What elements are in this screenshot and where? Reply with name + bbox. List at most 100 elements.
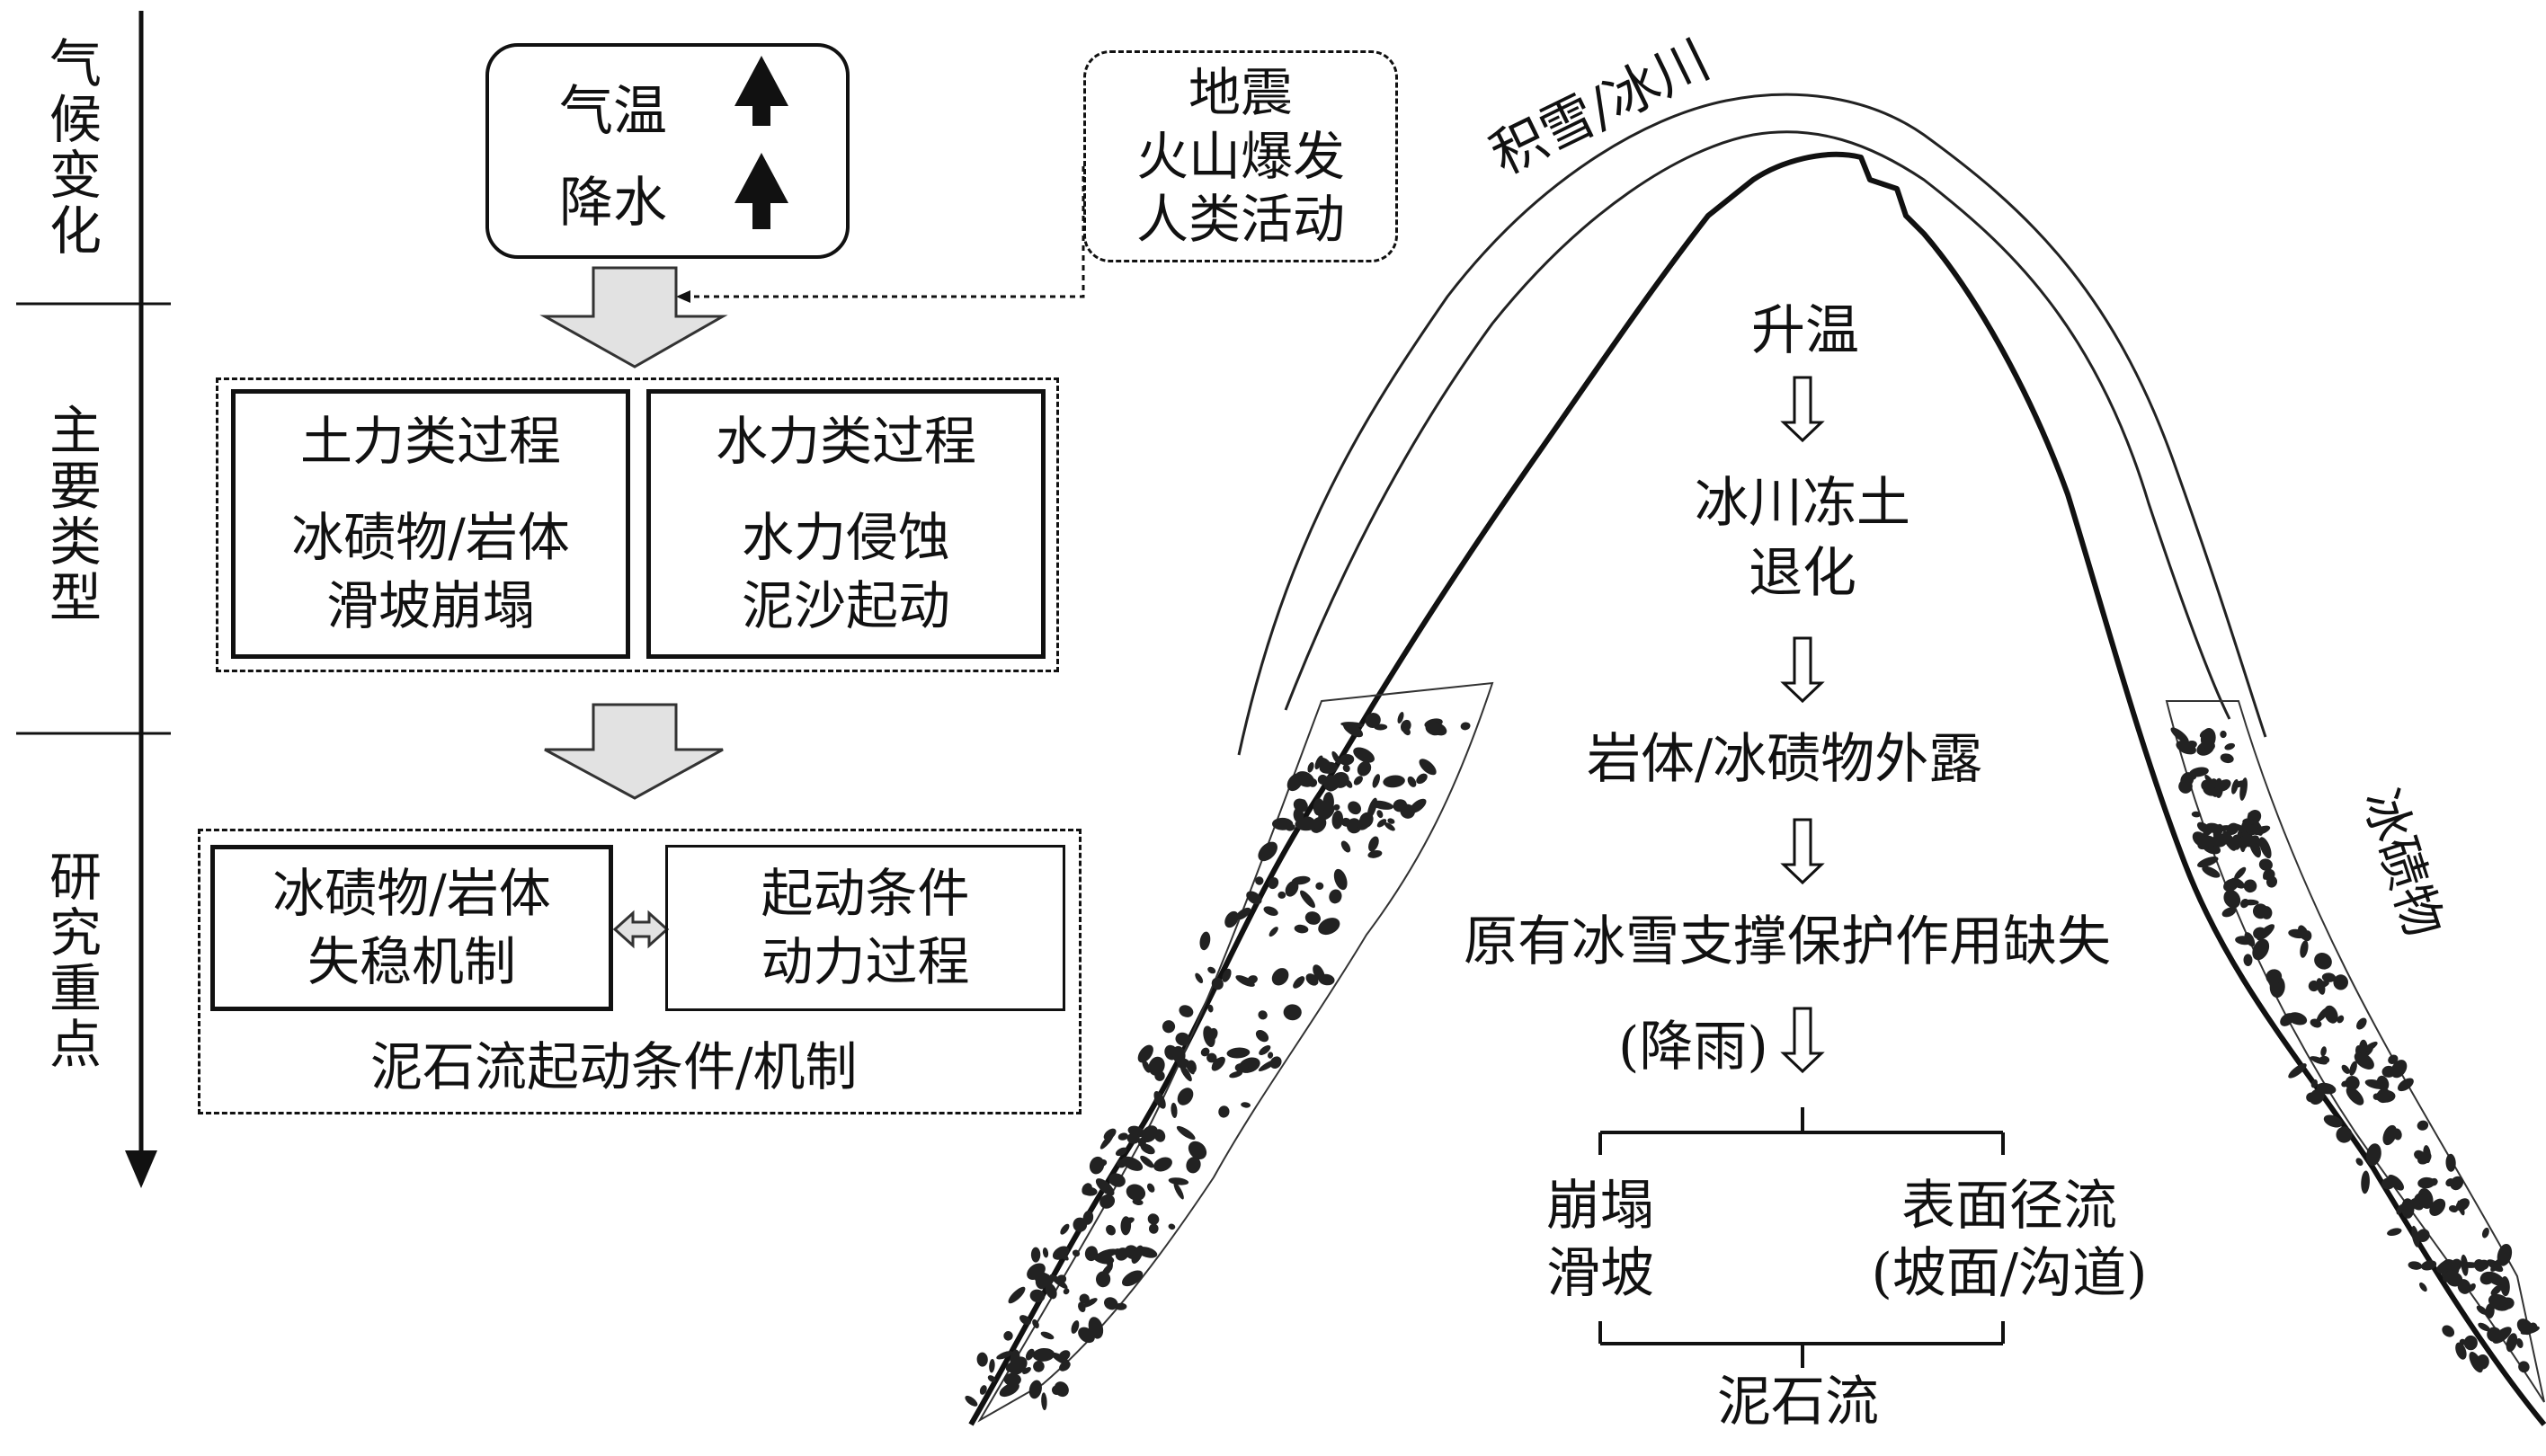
moraine-stone	[2220, 730, 2227, 739]
water-process-box: 水力类过程 水力侵蚀 泥沙起动	[646, 389, 1046, 659]
moraine-stone	[1141, 1125, 1158, 1142]
up-arrow-icon	[734, 56, 788, 126]
moraine-stone	[1117, 1132, 1128, 1141]
moraine-stone	[2411, 1225, 2420, 1247]
moraine-stone	[2203, 785, 2217, 796]
moraine-stone	[1342, 722, 1364, 738]
moraine-stone	[1095, 1271, 1111, 1288]
moraine-stone	[1402, 726, 1411, 736]
moraine-stone	[2308, 980, 2319, 992]
moraine-stone	[1407, 776, 1417, 787]
moraine-stone	[2429, 1198, 2446, 1216]
moraine-stone	[1033, 1360, 1045, 1372]
moraine-stone	[1339, 754, 1355, 766]
moraine-stone	[2333, 974, 2348, 990]
runoff-label: 表面径流	[1901, 1175, 2117, 1238]
moraine-stone	[2417, 1176, 2435, 1189]
moraine-stone	[996, 1351, 1013, 1360]
moraine-stone	[2442, 1274, 2451, 1283]
moraine-stone	[2314, 953, 2332, 970]
factor-human: 人类活动	[1135, 189, 1345, 251]
moraine-stone	[2442, 1325, 2455, 1337]
moraine-stone	[1099, 1194, 1116, 1209]
moraine-stone	[2234, 866, 2247, 880]
moraine-stone	[1131, 1245, 1144, 1264]
moraine-stone	[2506, 1333, 2518, 1353]
moraine-stone	[1140, 1155, 1154, 1168]
moraine-stone	[2319, 1055, 2330, 1064]
moraine-stone	[1089, 1156, 1105, 1175]
moraine-stone	[2223, 889, 2241, 909]
moraine-stone	[1293, 798, 1308, 812]
moraine-stone	[1331, 750, 1340, 765]
moraine-stone	[2459, 1338, 2467, 1345]
moraine-stone	[1353, 776, 1363, 786]
moraine-stone	[1384, 822, 1395, 831]
research-group	[198, 829, 1082, 1114]
moraine-stone	[2321, 972, 2337, 982]
moraine-stone	[1258, 1059, 1278, 1071]
moraine-stone	[1030, 1247, 1041, 1263]
moraine-stone	[1045, 1283, 1057, 1300]
moraine-stone	[1121, 1156, 1144, 1171]
moraine-stone	[1126, 1184, 1146, 1201]
moraine-stone	[1122, 1270, 1144, 1287]
moraine-stone	[2341, 1080, 2349, 1088]
moraine-stone	[1333, 868, 1348, 891]
moraine-stone	[1419, 759, 1437, 776]
moraine-stone	[1429, 722, 1447, 736]
moraine-stone	[1106, 1224, 1116, 1236]
axis-label-climate: 气候变化	[40, 36, 102, 259]
runoff-location-label: (坡面/沟道)	[1871, 1242, 2148, 1305]
debris-flow-label: 泥石流	[1717, 1371, 1879, 1434]
moraine-stone	[1082, 1298, 1098, 1308]
moraine-stone	[2381, 1177, 2396, 1190]
support-loss-label: 原有冰雪支撑保护作用缺失	[1464, 910, 2111, 973]
moraine-stone	[1078, 1327, 1095, 1344]
moraine-stone	[1293, 976, 1305, 989]
moraine-stone	[1271, 968, 1289, 986]
moraine-stone	[2288, 1063, 2307, 1079]
moraine-stone	[1383, 775, 1405, 788]
moraine-stone	[1241, 1102, 1251, 1108]
moraine-stone	[2323, 1114, 2343, 1128]
moraine-stone	[1154, 1070, 1165, 1081]
moraine-stone	[1255, 1029, 1269, 1043]
axis-label-types: 主要类型	[40, 403, 102, 626]
moraine-stone	[1179, 1005, 1194, 1017]
moraine-stone	[1071, 1320, 1080, 1334]
moraine-stone	[2364, 1041, 2378, 1052]
timeline-axis	[16, 11, 171, 1188]
moraine-stone	[2346, 1087, 2364, 1105]
types-group	[216, 377, 1059, 672]
moraine-stone	[2417, 1151, 2432, 1165]
moraine-stone	[1207, 1004, 1214, 1013]
moraine-stone	[1072, 1249, 1081, 1257]
initiation-box: 起动条件 动力过程	[665, 845, 1065, 1011]
moraine-stone	[1042, 1247, 1049, 1258]
moraine-stone	[1226, 1047, 1251, 1059]
moraine-stone	[2239, 777, 2248, 801]
moraine-stone	[1322, 775, 1339, 792]
moraine-stone	[1211, 977, 1224, 990]
soil-process-line: 冰碛物/岩体	[291, 506, 570, 568]
moraine-stone	[2253, 825, 2271, 836]
moraine-stone	[1376, 810, 1384, 819]
moraine-stone	[2361, 1170, 2370, 1194]
moraine-stone	[1115, 1147, 1127, 1157]
moraine-stone	[2445, 1153, 2456, 1172]
moraine-stone	[1397, 712, 1404, 724]
moraine-stone	[1162, 1020, 1176, 1034]
exposure-label: 岩体/冰碛物外露	[1587, 728, 1983, 791]
moraine-stone	[1175, 1032, 1190, 1046]
moraine-stone	[1025, 1348, 1035, 1361]
moraine-stone	[2364, 1079, 2386, 1089]
moraine-stone	[2381, 1065, 2396, 1078]
moraine-stone	[1372, 774, 1381, 788]
moraine-stone	[2397, 1078, 2414, 1092]
moraine-stone	[1235, 907, 1251, 920]
moraine-stone	[1153, 1095, 1164, 1104]
moraine-stone	[1322, 792, 1334, 814]
moraine-stone	[1315, 882, 1324, 891]
